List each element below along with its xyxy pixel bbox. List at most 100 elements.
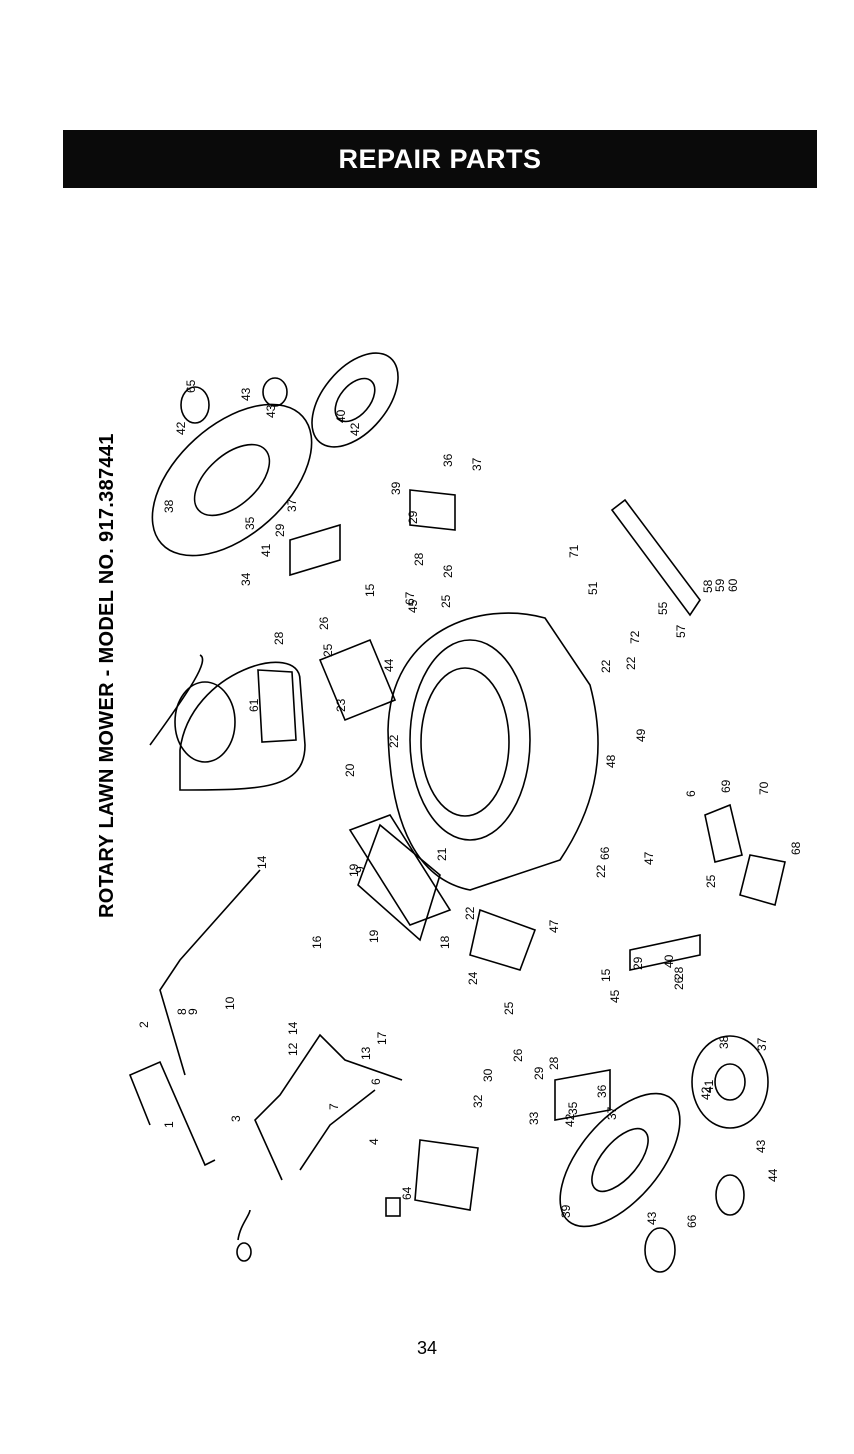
part-number-callout: 17 bbox=[375, 1031, 389, 1045]
part-number-callout: 15 bbox=[599, 968, 613, 982]
part-number-callout: 66 bbox=[685, 1214, 699, 1228]
bracket-23 bbox=[318, 638, 397, 722]
part-number-callout: 7 bbox=[327, 1103, 341, 1110]
part-number-callout: 47 bbox=[547, 919, 561, 933]
part-number-callout: 26 bbox=[441, 564, 455, 578]
part-number-callout: 19 bbox=[367, 929, 381, 943]
wheel-rear-right-hub bbox=[591, 1127, 649, 1193]
part-number-callout: 28 bbox=[272, 631, 286, 645]
mower-deck bbox=[387, 612, 599, 891]
part-number-callout: 15 bbox=[363, 583, 377, 597]
bracket-18 bbox=[348, 814, 452, 926]
part-number-callout: 14 bbox=[286, 1021, 300, 1035]
throttle-cable bbox=[149, 654, 204, 746]
part-number-callout: 70 bbox=[757, 781, 771, 795]
part-number-callout: 13 bbox=[359, 1046, 373, 1060]
hubcap-3 bbox=[644, 1227, 676, 1273]
hubcap-4 bbox=[715, 1174, 745, 1216]
part-number-callout: 42 bbox=[348, 422, 362, 436]
part-number-callout: 65 bbox=[184, 379, 198, 393]
part-number-callout: 42 bbox=[699, 1086, 713, 1100]
deck-opening-inner bbox=[420, 667, 510, 817]
part-number-callout: 41 bbox=[259, 543, 273, 557]
wheel-front-right-hub bbox=[714, 1063, 746, 1101]
part-number-callout: 44 bbox=[766, 1168, 780, 1182]
part-number-callout: 2 bbox=[137, 1021, 151, 1028]
part-number-callout: 55 bbox=[656, 601, 670, 615]
part-number-callout: 37 bbox=[755, 1037, 769, 1051]
bracket-24 bbox=[469, 908, 537, 971]
part-number-callout: 49 bbox=[634, 728, 648, 742]
part-number-callout: 42 bbox=[174, 421, 188, 435]
part-number-callout: 25 bbox=[704, 874, 718, 888]
discharge-chute bbox=[357, 823, 441, 942]
part-number-callout: 35 bbox=[566, 1101, 580, 1115]
part-number-callout: 9 bbox=[186, 1008, 200, 1015]
part-number-callout: 51 bbox=[586, 581, 600, 595]
part-number-callout: 19 bbox=[347, 863, 361, 877]
height-adjuster-2 bbox=[409, 489, 456, 531]
wheel-rear-right bbox=[559, 1092, 681, 1228]
part-number-callout: 14 bbox=[255, 855, 269, 869]
part-number-callout: 23 bbox=[334, 698, 348, 712]
key bbox=[237, 1209, 251, 1241]
deck-opening bbox=[409, 639, 531, 841]
part-number-callout: 28 bbox=[672, 966, 686, 980]
plug-cover bbox=[739, 854, 786, 907]
part-number-callout: 44 bbox=[382, 658, 396, 672]
part-number-callout: 25 bbox=[439, 594, 453, 608]
part-number-callout: 21 bbox=[435, 847, 449, 861]
part-number-callout: 22 bbox=[599, 659, 613, 673]
part-number-callout: 43 bbox=[645, 1211, 659, 1225]
part-number-callout: 66 bbox=[598, 846, 612, 860]
upper-handle bbox=[128, 1060, 216, 1167]
part-number-callout: 59 bbox=[713, 578, 727, 592]
part-number-callout: 41 bbox=[702, 1079, 716, 1093]
diagram-drawing bbox=[128, 352, 786, 1273]
height-adjuster-1 bbox=[289, 523, 341, 577]
part-number-callout: 28 bbox=[412, 552, 426, 566]
part-number-callout: 36 bbox=[441, 453, 455, 467]
part-number-callout: 22 bbox=[594, 864, 608, 878]
page-number: 34 bbox=[416, 1338, 438, 1358]
handle-frame bbox=[159, 869, 261, 1076]
part-number-callouts: 1 2 3 4 6 6 7 8 9 9 10 12 13 14 14 15 15… bbox=[137, 379, 803, 1228]
part-number-callout: 24 bbox=[466, 971, 480, 985]
part-number-callout: 37 bbox=[605, 1106, 619, 1120]
height-adjuster-3 bbox=[629, 934, 701, 971]
hubcap-2 bbox=[262, 377, 288, 407]
wheel-rear-left-hub bbox=[193, 443, 271, 517]
part-number-callout: 26 bbox=[672, 976, 686, 990]
engine-flywheel bbox=[174, 681, 236, 763]
bag-label bbox=[385, 1197, 401, 1217]
part-number-callout: 33 bbox=[527, 1111, 541, 1125]
handle-bar bbox=[299, 1089, 376, 1171]
wheel-rear-left bbox=[151, 403, 313, 557]
part-number-callout: 28 bbox=[547, 1056, 561, 1070]
part-number-callout: 1 bbox=[162, 1121, 176, 1128]
part-number-callout: 22 bbox=[387, 734, 401, 748]
part-number-callout: 61 bbox=[247, 698, 261, 712]
part-number-callout: 39 bbox=[389, 481, 403, 495]
part-number-callout: 60 bbox=[726, 578, 740, 592]
part-number-callout: 67 bbox=[403, 591, 417, 605]
part-number-callout: 30 bbox=[481, 1068, 495, 1082]
wheel-front-left bbox=[311, 352, 399, 448]
part-number-callout: 25 bbox=[502, 1001, 516, 1015]
part-number-callout: 39 bbox=[559, 1204, 573, 1218]
part-number-callout: 58 bbox=[701, 579, 715, 593]
part-number-callout: 43 bbox=[239, 387, 253, 401]
part-number-callout: 3 bbox=[229, 1115, 243, 1122]
part-number-callout: 10 bbox=[223, 996, 237, 1010]
mulch-plug bbox=[704, 803, 743, 863]
part-number-callout: 20 bbox=[343, 763, 357, 777]
part-number-callout: 40 bbox=[334, 409, 348, 423]
part-number-callout: 48 bbox=[604, 754, 618, 768]
part-number-callout: 22 bbox=[624, 656, 638, 670]
part-number-callout: 38 bbox=[717, 1035, 731, 1049]
part-number-callout: 35 bbox=[243, 516, 257, 530]
part-number-callout: 40 bbox=[662, 954, 676, 968]
part-number-callout: 36 bbox=[595, 1084, 609, 1098]
part-number-callout: 71 bbox=[567, 544, 581, 558]
